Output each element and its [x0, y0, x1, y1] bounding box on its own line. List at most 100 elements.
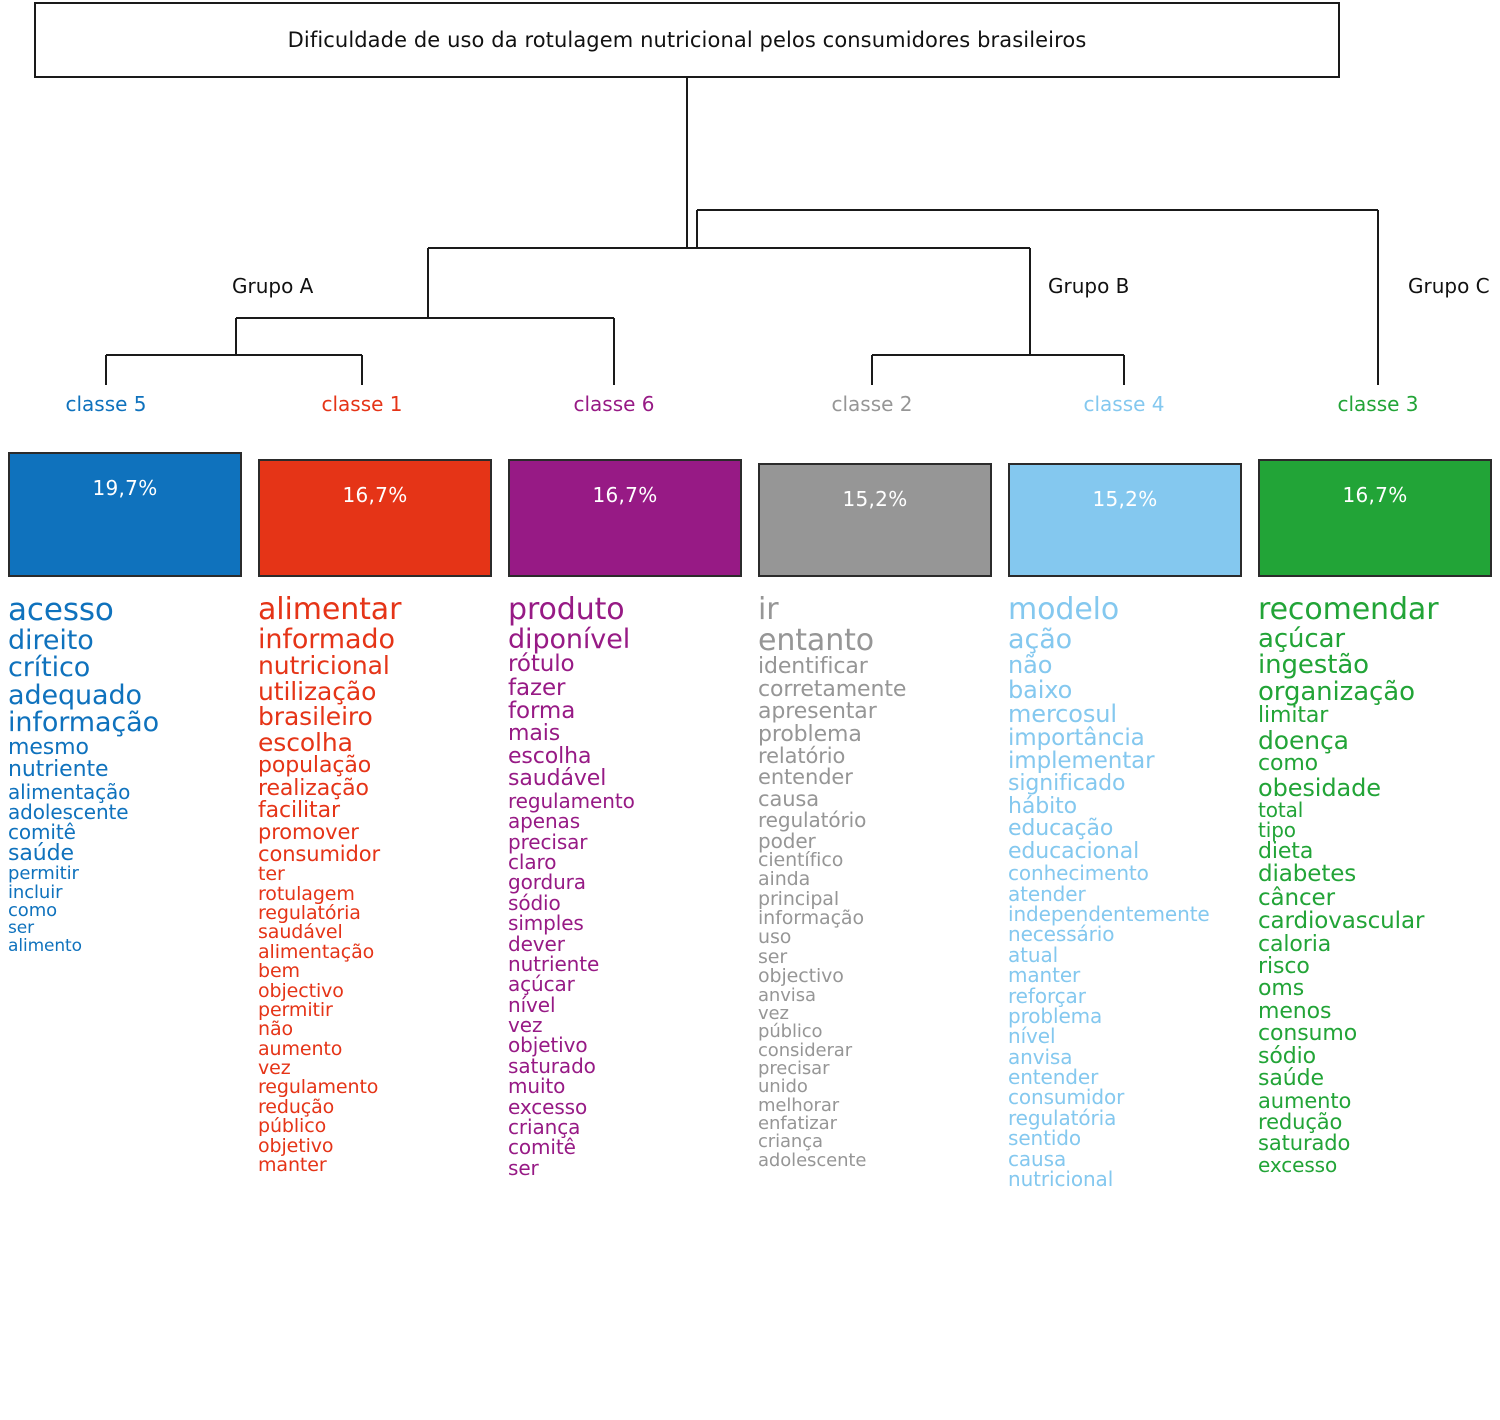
word-item: objectivo	[258, 979, 344, 1002]
word-item: alimentação	[8, 779, 131, 804]
bar-slot: 15,2%	[1000, 440, 1250, 585]
word-item: bem	[258, 960, 300, 983]
percent-bar[interactable]: 15,2%	[1008, 463, 1242, 577]
bar-slot: 19,7%	[0, 440, 250, 585]
word-item: saúde	[1258, 1066, 1324, 1092]
word-item: consumidor	[258, 841, 381, 866]
word-item: problema	[1008, 1003, 1103, 1028]
word-item: significado	[1008, 771, 1126, 797]
word-item: não	[258, 1018, 294, 1041]
word-item: ter	[258, 863, 285, 886]
percent-label: 16,7%	[342, 483, 408, 507]
word-item: gordura	[508, 870, 586, 895]
percent-bar[interactable]: 16,7%	[508, 459, 742, 577]
word-item: regulatória	[1008, 1105, 1117, 1130]
word-item: adolescente	[758, 1149, 867, 1171]
word-item: objetivo	[508, 1033, 588, 1058]
word-item: comitê	[8, 820, 76, 845]
word-item: menos	[1258, 998, 1332, 1024]
word-item: total	[1258, 797, 1304, 822]
word-item: enfatizar	[758, 1113, 837, 1135]
word-item: implementar	[1008, 747, 1155, 774]
word-item: saudável	[258, 921, 343, 944]
word-item: informação	[758, 907, 864, 930]
word-item: redução	[1258, 1110, 1343, 1135]
word-item: população	[258, 753, 372, 779]
word-item: diponível	[508, 623, 631, 655]
class-label-classe-1: classe 1	[321, 392, 403, 416]
word-item: direito	[8, 624, 94, 656]
word-item: criança	[508, 1115, 581, 1140]
word-item: comitê	[508, 1135, 576, 1160]
word-item: câncer	[1258, 884, 1335, 911]
word-item: vez	[508, 1013, 543, 1038]
word-item: atual	[1008, 942, 1059, 967]
page-title: Dificuldade de uso da rotulagem nutricio…	[287, 28, 1087, 52]
word-item: como	[1258, 751, 1319, 777]
word-item: considerar	[758, 1039, 853, 1061]
word-item: melhorar	[758, 1094, 840, 1116]
word-item: alimento	[8, 935, 82, 956]
word-item: rótulo	[508, 651, 575, 678]
percent-label: 16,7%	[592, 483, 658, 507]
word-item: oms	[1258, 976, 1305, 1002]
root-title-box: Dificuldade de uso da rotulagem nutricio…	[34, 2, 1340, 78]
percent-bar[interactable]: 16,7%	[1258, 459, 1492, 577]
word-item: unido	[758, 1076, 808, 1098]
word-item: objectivo	[758, 965, 844, 988]
bar-slot: 15,2%	[750, 440, 1000, 585]
word-item: utilização	[258, 676, 377, 706]
word-item: consumo	[1258, 1021, 1358, 1047]
word-item: diabetes	[1258, 861, 1357, 888]
dendrogram	[105, 78, 1379, 385]
word-item: conhecimento	[1008, 861, 1149, 886]
word-item: tipo	[1258, 818, 1296, 843]
word-item: cardiovascular	[1258, 908, 1425, 935]
word-item: alimentação	[258, 940, 375, 963]
word-item: criança	[758, 1131, 823, 1153]
word-item: problema	[758, 721, 862, 747]
word-item: facilitar	[258, 798, 340, 823]
percent-label: 15,2%	[1092, 487, 1158, 511]
word-item: realização	[258, 775, 369, 801]
percent-label: 15,2%	[842, 487, 908, 511]
word-item: redução	[258, 1095, 335, 1118]
word-item: vez	[258, 1057, 291, 1079]
word-item: ser	[8, 918, 35, 939]
group-label-b: Grupo B	[1048, 274, 1130, 298]
percent-label: 19,7%	[92, 476, 158, 500]
word-item: precisar	[508, 829, 588, 854]
class-label-classe-4: classe 4	[1083, 392, 1165, 416]
word-item: manter	[1008, 963, 1081, 988]
word-item: apenas	[508, 809, 581, 834]
word-item: atender	[1008, 881, 1086, 906]
percent-bar[interactable]: 16,7%	[258, 459, 492, 577]
percent-bar[interactable]: 15,2%	[758, 463, 992, 577]
word-item: caloria	[1258, 931, 1332, 957]
word-item: nível	[508, 992, 556, 1017]
word-item: obesidade	[1258, 773, 1381, 802]
word-item: uso	[758, 926, 792, 949]
percent-bar[interactable]: 19,7%	[8, 452, 242, 577]
word-item: poder	[758, 828, 816, 853]
bar-slot: 16,7%	[1250, 440, 1500, 585]
group-label-c: Grupo C	[1408, 274, 1490, 298]
word-item: mercosul	[1008, 700, 1117, 729]
word-item: forma	[508, 698, 576, 725]
bar-slot: 16,7%	[250, 440, 500, 585]
word-item: aumento	[258, 1037, 343, 1060]
word-item: causa	[1008, 1146, 1067, 1171]
word-item: baixo	[1008, 675, 1073, 704]
word-item: crítico	[8, 652, 91, 684]
word-item: adolescente	[8, 800, 129, 824]
word-item: nutricional	[1008, 1167, 1114, 1192]
word-item: saturado	[508, 1053, 596, 1078]
word-item: científico	[758, 848, 844, 871]
